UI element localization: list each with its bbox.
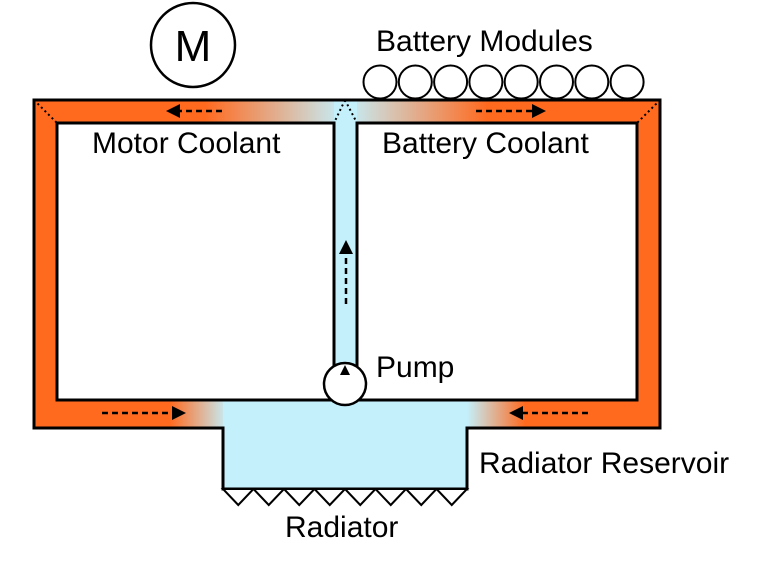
battery-modules — [362, 64, 645, 100]
radiator-fin — [403, 488, 439, 507]
pipe-left-vertical — [34, 100, 57, 428]
flow-arrow-icon — [172, 406, 186, 420]
pipe-bottom-left — [34, 401, 228, 428]
pump-icon — [322, 361, 368, 407]
pump-label: Pump — [376, 351, 454, 384]
battery-modules-label: Battery Modules — [376, 25, 593, 58]
flow-arrow-icon — [532, 104, 546, 118]
motor-symbol: M — [175, 22, 212, 71]
battery-module-cell — [539, 64, 574, 100]
battery-module-cell — [609, 64, 645, 100]
battery-module-cell — [362, 64, 398, 100]
radiator-fin — [281, 488, 317, 507]
radiator-reservoir — [223, 401, 467, 489]
battery-module-cell — [468, 64, 504, 100]
battery-module-cell — [574, 64, 610, 100]
radiator-fin — [220, 488, 256, 507]
battery-module-cell — [503, 64, 539, 100]
motor-icon — [149, 1, 237, 89]
radiator-reservoir-label: Radiator Reservoir — [479, 447, 729, 480]
pump-direction-icon — [340, 365, 350, 375]
flow-arrow-icon — [166, 104, 180, 118]
flow-arrow-icon — [509, 406, 523, 420]
battery-coolant-label: Battery Coolant — [382, 127, 589, 160]
battery-module-cell — [397, 64, 433, 100]
radiator-fin — [342, 488, 378, 507]
motor-coolant-label: Motor Coolant — [92, 127, 281, 160]
radiator-label: Radiator — [285, 511, 398, 544]
radiator-fin — [312, 488, 348, 507]
flow-arrow-icon — [339, 240, 353, 254]
radiator-fin — [373, 488, 409, 507]
radiator-fin — [251, 488, 287, 507]
pipe-top-right — [345, 100, 660, 123]
radiator-fin — [434, 488, 470, 507]
pipe-right-vertical — [637, 100, 660, 428]
pipe-bottom-right — [467, 401, 660, 428]
flow-arrow-lines — [102, 109, 588, 415]
battery-module-cell — [433, 64, 469, 100]
radiator-fins — [220, 488, 470, 507]
pipe-joint-marks — [33, 99, 661, 124]
